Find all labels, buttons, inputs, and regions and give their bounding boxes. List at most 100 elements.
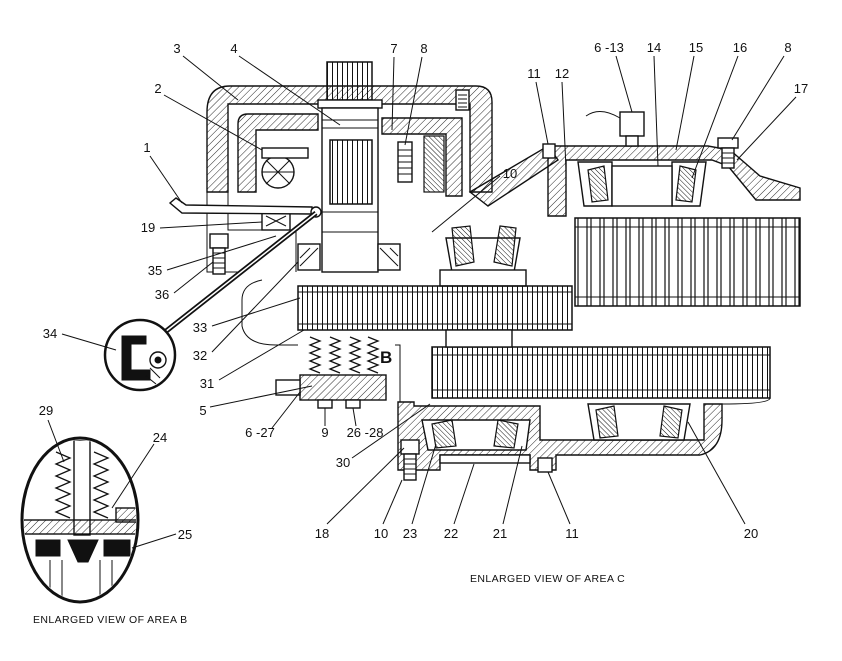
leader-line [561, 81, 567, 169]
gear-tooth-tips [298, 291, 572, 325]
valve-block [103, 539, 131, 557]
callout-4: 4 [230, 41, 237, 56]
callout-12: 12 [555, 66, 569, 81]
bearing-roller [659, 405, 683, 439]
callout-22: 22 [444, 526, 458, 541]
bearing-roller [431, 419, 457, 449]
callout-8: 8 [420, 41, 427, 56]
bearing-roller [493, 419, 519, 449]
callout-20: 20 [744, 526, 758, 541]
leader-line [653, 55, 659, 167]
clutch-detail [262, 159, 294, 185]
callout-18: 18 [315, 526, 329, 541]
bearing-roller [595, 405, 619, 439]
leader-line [211, 261, 299, 353]
leader-line [351, 403, 431, 459]
shaft-spline [326, 61, 373, 101]
callout-32: 32 [193, 348, 207, 363]
callout-10: 10 [503, 166, 517, 181]
leader-line [111, 443, 155, 509]
bolt-head-36 [209, 233, 229, 249]
lower-housing [397, 397, 771, 481]
area-b-marker: B [380, 348, 392, 367]
leader-line [209, 385, 313, 408]
valve-wall [115, 507, 136, 523]
leader-line [453, 463, 475, 525]
leader-line [615, 55, 633, 113]
bolt-head-17 [717, 137, 739, 149]
leader-line [391, 56, 395, 131]
callout-26-28: 26 -28 [347, 425, 384, 440]
inset-34 [103, 318, 177, 392]
bolt-threads [722, 152, 734, 164]
inset-area-b [20, 436, 140, 604]
callout-29: 29 [39, 403, 53, 418]
bolt-threads [213, 252, 225, 269]
spring [54, 451, 72, 519]
solenoid-13 [619, 111, 645, 137]
callout-35: 35 [148, 263, 162, 278]
callout-labels: 1 2 3 4 7 8 10 11 12 6 -13 14 15 16 8 17… [39, 40, 808, 542]
callout-6-27: 6 -27 [245, 425, 275, 440]
plug-11 [542, 143, 556, 159]
clutch-housing [237, 113, 319, 193]
callout-31: 31 [200, 376, 214, 391]
bolt-36 [212, 247, 226, 275]
callout-24: 24 [153, 430, 167, 445]
bearing-roller [675, 165, 697, 203]
clip-detail [145, 367, 161, 385]
bolt-threads [398, 149, 412, 175]
callout-30: 30 [336, 455, 350, 470]
leader-line [731, 55, 785, 141]
callout-23: 23 [403, 526, 417, 541]
callout-16: 16 [733, 40, 747, 55]
leader-line [352, 407, 357, 427]
leader-line [149, 155, 183, 204]
leader-line [182, 55, 239, 101]
shaft-lines [322, 119, 378, 233]
leader-line [431, 175, 501, 233]
leader-line [61, 333, 117, 351]
leader-line [166, 235, 277, 271]
leader-lines [47, 55, 797, 549]
callout-33: 33 [193, 320, 207, 335]
leader-line [271, 391, 301, 429]
shaft-flange [317, 99, 383, 109]
caption-area-b: ENLARGED VIEW OF AREA B [33, 614, 188, 626]
gear-tooth-tips [432, 354, 770, 391]
callout-10-lower: 10 [374, 526, 388, 541]
upper-left-housing [206, 85, 493, 197]
solenoid-stem [625, 135, 639, 147]
retaining-clip [121, 335, 151, 381]
callout-25: 25 [178, 527, 192, 542]
clip-ball-center [154, 356, 162, 364]
callout-3: 3 [173, 41, 180, 56]
gear-chamber [381, 117, 463, 197]
leader-line [173, 261, 214, 294]
callout-7: 7 [390, 41, 397, 56]
upper-gear-cluster [297, 285, 573, 331]
center-shaft [439, 269, 527, 287]
callout-6-13: 6 -13 [594, 40, 624, 55]
callout-36: 36 [155, 287, 169, 302]
leader-line [502, 445, 523, 525]
bearing-spacer [611, 165, 673, 207]
leader-line [411, 443, 437, 525]
plug-11-lower [537, 457, 553, 473]
bearing-roller [587, 165, 609, 203]
bearing-rollers [299, 247, 319, 267]
valve-fitting [275, 379, 301, 396]
upper-right-housing [542, 111, 801, 217]
chamber-gear [423, 135, 445, 193]
spring [308, 336, 322, 374]
leader-line [159, 221, 263, 229]
callout-1: 1 [143, 140, 150, 155]
callout-19: 19 [141, 220, 155, 235]
leader-line [687, 421, 746, 525]
callout-17: 17 [794, 81, 808, 96]
callout-21: 21 [493, 526, 507, 541]
bearing-roller [451, 225, 475, 267]
bearing-rollers [379, 247, 399, 267]
leader-line [326, 447, 405, 525]
